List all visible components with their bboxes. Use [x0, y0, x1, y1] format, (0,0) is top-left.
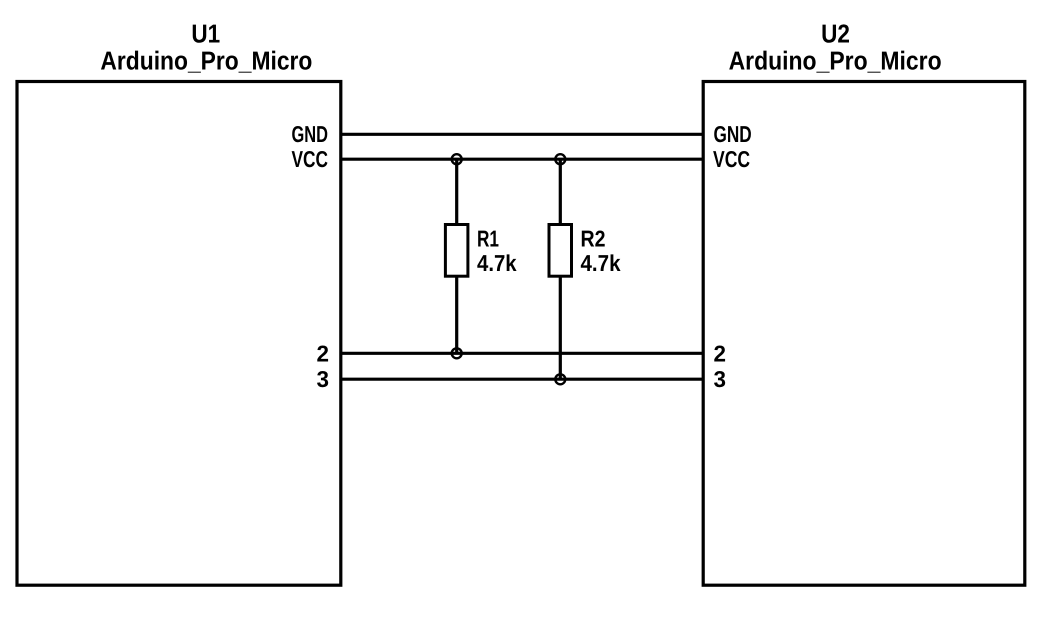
svg-text:R2: R2	[581, 226, 606, 252]
svg-text:U1: U1	[191, 19, 220, 49]
svg-text:2: 2	[714, 340, 727, 366]
svg-text:GND: GND	[714, 121, 752, 147]
svg-text:VCC: VCC	[292, 146, 329, 172]
svg-text:Arduino_Pro_Micro: Arduino_Pro_Micro	[729, 46, 942, 76]
svg-text:3: 3	[714, 366, 727, 392]
svg-text:VCC: VCC	[713, 146, 750, 172]
svg-text:2: 2	[317, 340, 330, 366]
svg-text:4.7k: 4.7k	[581, 250, 621, 276]
svg-text:Arduino_Pro_Micro: Arduino_Pro_Micro	[100, 46, 312, 76]
svg-text:3: 3	[317, 366, 330, 392]
svg-text:GND: GND	[292, 121, 329, 147]
svg-text:U2: U2	[821, 19, 850, 49]
svg-text:4.7k: 4.7k	[477, 250, 517, 276]
svg-text:R1: R1	[477, 226, 499, 252]
